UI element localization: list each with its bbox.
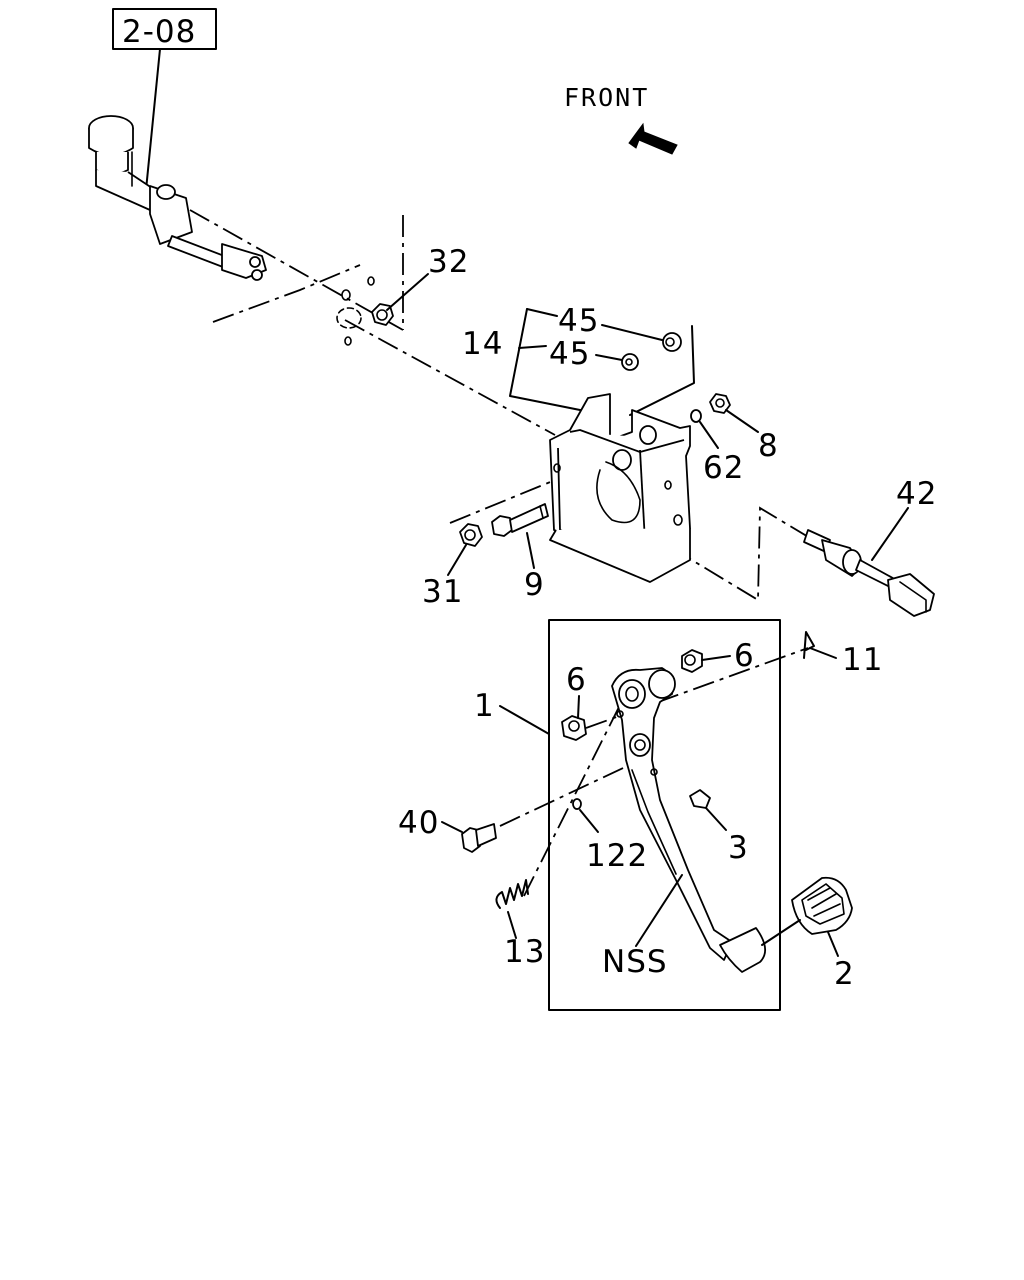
leader-6b: [701, 655, 731, 661]
callout-nss[interactable]: NSS: [602, 944, 668, 980]
leader-1: [499, 705, 550, 735]
leader-62: [699, 421, 719, 449]
stopper-3: [689, 789, 711, 809]
callout-13[interactable]: 13: [504, 934, 545, 970]
callout-2[interactable]: 2: [834, 956, 855, 992]
callout-122[interactable]: 122: [586, 838, 648, 874]
callout-45a[interactable]: 45: [558, 303, 599, 339]
clip-11: [803, 631, 815, 659]
front-arrow-icon: [628, 122, 678, 155]
callout-9[interactable]: 9: [524, 567, 545, 603]
clutch-pedal-arm: [611, 667, 766, 973]
reference-box[interactable]: 2-08: [112, 8, 217, 50]
centerline-spring: [523, 704, 621, 897]
callout-42[interactable]: 42: [896, 476, 937, 512]
bolt-9: [491, 503, 549, 537]
clutch-master-cylinder: [88, 115, 267, 281]
callout-14[interactable]: 14: [462, 326, 503, 362]
leader-32: [386, 273, 429, 311]
clutch-switch-42: [803, 529, 935, 617]
centerline-master-2: [212, 264, 361, 323]
leader-40: [441, 821, 463, 833]
callout-32[interactable]: 32: [428, 244, 469, 280]
bushing-6-right: [681, 649, 703, 673]
bolt-45-upper: [662, 332, 682, 352]
callout-31[interactable]: 31: [422, 574, 463, 610]
callout-1[interactable]: 1: [474, 688, 495, 724]
centerline-bracket: [344, 319, 556, 436]
leader-45b: [595, 354, 623, 361]
callout-62[interactable]: 62: [703, 450, 744, 486]
leader-2-08: [145, 48, 161, 191]
pin-122: [572, 798, 582, 810]
leader-3: [705, 807, 727, 831]
pedal-pad-2: [791, 876, 853, 935]
centerline-pivot-bolt: [499, 759, 641, 827]
callout-11[interactable]: 11: [842, 642, 883, 678]
leader-45a: [601, 324, 663, 341]
leader-45a-line: [526, 308, 558, 317]
callout-8[interactable]: 8: [758, 428, 779, 464]
callout-6b[interactable]: 6: [734, 638, 755, 674]
leader-13: [507, 911, 517, 939]
callout-40[interactable]: 40: [398, 805, 439, 841]
leader-11: [809, 647, 837, 659]
leader-pad-line: [761, 919, 801, 946]
leader-9: [526, 532, 535, 569]
centerline-switch: [671, 506, 831, 602]
reference-box-label: 2-08: [122, 14, 196, 50]
pedal-bracket: [549, 393, 691, 583]
firewall-holes: [336, 276, 375, 346]
centerline-bolt: [449, 477, 561, 524]
nut-8: [709, 393, 731, 414]
pedal-assembly-box: [548, 619, 781, 1011]
callout-3[interactable]: 3: [728, 830, 749, 866]
nut-31: [459, 523, 483, 547]
front-label: FRONT: [564, 83, 649, 112]
leader-42: [871, 507, 909, 561]
centerline-master: [189, 209, 404, 331]
bolt-40: [461, 823, 497, 853]
leader-8: [725, 409, 759, 433]
leader-45b-line: [518, 345, 547, 349]
washer-62: [690, 409, 702, 423]
leader-2: [827, 931, 839, 957]
bolt-45-lower: [621, 353, 639, 371]
bracket-14-right-line: [629, 325, 695, 416]
leader-nss: [635, 874, 683, 947]
callout-6a[interactable]: 6: [566, 662, 587, 698]
bushing-6-left: [561, 715, 587, 741]
leader-14-bracket: [509, 308, 591, 413]
leader-122: [579, 809, 599, 833]
leader-6a: [577, 695, 580, 719]
leader-31: [447, 544, 467, 576]
callout-45b[interactable]: 45: [549, 336, 590, 372]
return-spring-13: [495, 879, 529, 909]
